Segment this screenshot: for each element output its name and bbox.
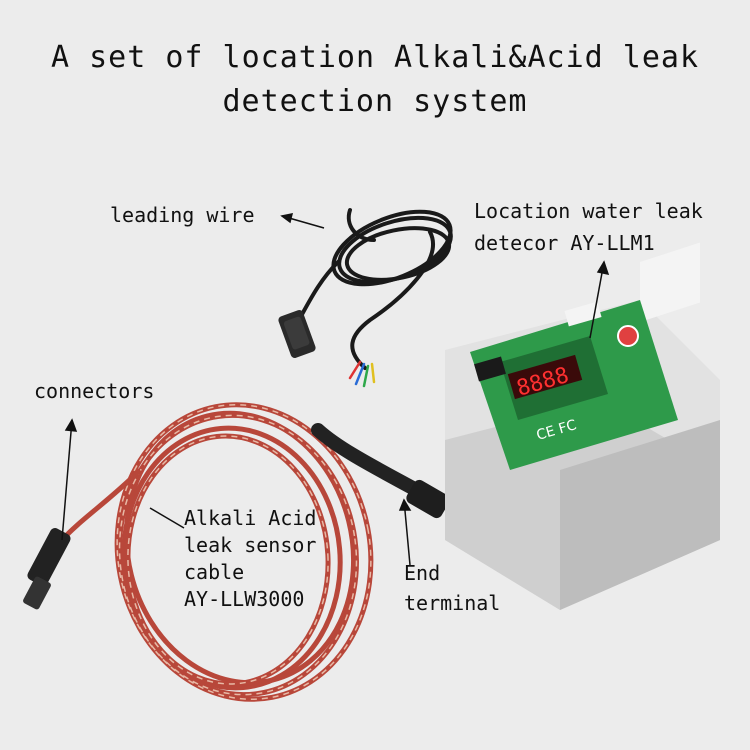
detector-label-line2: detecor AY-LLM1: [474, 231, 655, 255]
cable-label-line2: leak sensor: [184, 533, 317, 557]
detector-panel: 8888 CE FC: [470, 300, 678, 470]
left-connector: [23, 527, 71, 610]
end-terminal-label-line1: End: [404, 561, 441, 585]
wire-ends: [348, 360, 376, 388]
cable-label-line3: cable: [184, 560, 245, 584]
annotation-arrows: [61, 213, 610, 566]
cable-label-line1: Alkali Acid: [184, 506, 317, 530]
leading-wire-connector: [278, 310, 316, 358]
page-title-line1: A set of location Alkali&Acid leak: [50, 40, 700, 75]
page-title-line2: detection system: [222, 84, 528, 119]
sensor-cable-tail: [60, 468, 142, 542]
end-terminal-label-line2: terminal: [404, 591, 501, 615]
sensor-cable-stripes: [116, 403, 372, 701]
reset-button-icon: [617, 325, 639, 347]
detector-label-line1: Location water leak: [474, 199, 703, 223]
connectors-label: connectors: [34, 379, 155, 403]
leading-wire-label: leading wire: [110, 203, 255, 227]
leading-wire: [298, 208, 453, 370]
cable-label-line4: AY-LLW3000: [184, 587, 305, 611]
end-terminal: [311, 423, 450, 519]
